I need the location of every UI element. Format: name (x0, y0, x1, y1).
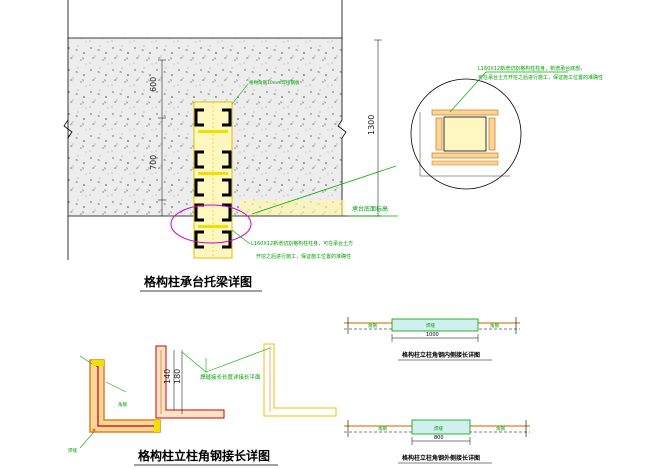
zoom-detail: L160X12新增切割格构柱柱身，新增承台底部， 可在承台土方开挖之后进行施工，… (410, 65, 603, 190)
label-weld: 焊缝 (68, 447, 77, 454)
outer-title: 格构柱立柱角钢外侧接长详图 (402, 454, 480, 462)
note-l160-lower: L160X12新增切割格构柱柱身，可在承台土方 (251, 240, 353, 247)
highlight-ellipse (170, 204, 252, 244)
note-cap-level: 承台底面标高 (352, 205, 388, 213)
note-weld-plate: 格构角钢10mm焊接钢板 (249, 79, 300, 86)
dim-180: 180 (173, 369, 182, 384)
angle-splice-detail: 焊缝 角钢 140 180 焊缝接长长度详接长平面 格构柱立柱角钢接长详图 (68, 343, 337, 466)
inner-label-mid: 焊缝 (426, 322, 435, 329)
dim-700: 700 (149, 155, 158, 170)
dim-600: 600 (149, 77, 158, 92)
label-angle: 角钢 (118, 401, 127, 408)
note-l160-lower-2: 开挖之后进行施工，保证施工位置的准确性 (256, 253, 351, 260)
outer-label-left: 角钢 (378, 425, 387, 432)
pile-cap-detail: 600 700 1300 (63, 0, 398, 292)
bottom-left-title: 格构柱立柱角钢接长详图 (138, 448, 270, 463)
top-title: 格构柱承台托梁详图 (144, 274, 252, 289)
dim-140: 140 (163, 369, 172, 384)
inner-label-left: 角钢 (368, 322, 377, 329)
inner-splice-detail: 1000 角钢 焊缝 角钢 格构柱立柱角钢内侧接长详图 (344, 317, 520, 361)
note-weld-length: 焊缝接长长度详接长平面 (200, 373, 261, 381)
inner-label-right: 角钢 (490, 322, 499, 329)
dim-800: 800 (434, 435, 444, 441)
inner-title: 格构柱立柱角钢内侧接长详图 (402, 351, 480, 359)
dim-1000: 1000 (426, 332, 439, 338)
lattice-column (193, 101, 233, 259)
outer-label-mid: 焊缝 (434, 425, 443, 432)
outer-label-right: 角钢 (496, 425, 505, 432)
note-l160-upper-2: 可在承台土方开挖之后进行施工，保证施工位置的准确性 (478, 74, 603, 81)
dim-1300: 1300 (367, 115, 376, 135)
note-l160-upper: L160X12新增切割格构柱柱身，新增承台底部， (478, 65, 585, 72)
outer-splice-detail: 800 角钢 焊缝 角钢 格构柱立柱角钢外侧接长详图 (344, 419, 530, 464)
